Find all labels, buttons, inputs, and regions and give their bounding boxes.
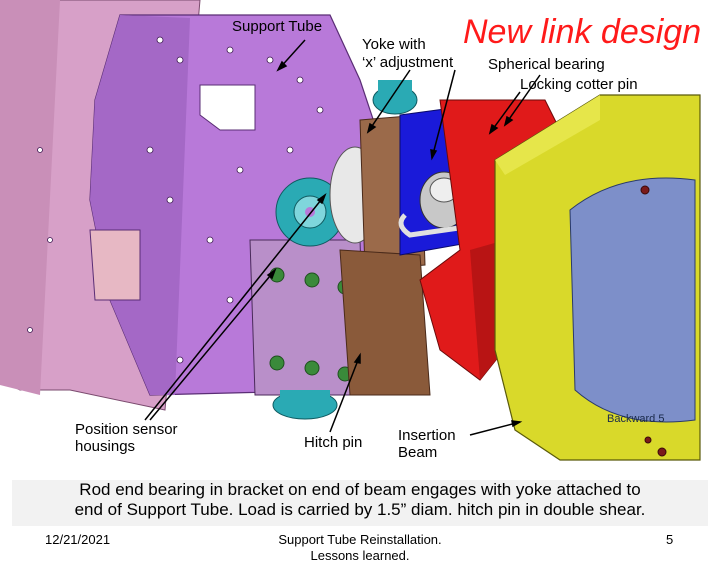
caption-box: Rod end bearing in bracket on end of bea… bbox=[12, 480, 708, 526]
tube-window bbox=[199, 84, 256, 131]
label-position-sensor-line2: housings bbox=[75, 438, 136, 455]
tube-lower-window bbox=[89, 229, 141, 301]
callout-arrows bbox=[144, 39, 541, 436]
footer-center-line2: Lessons learned. bbox=[310, 548, 410, 563]
label-insertion-line2: Beam bbox=[398, 444, 438, 461]
beam-bolts bbox=[640, 185, 667, 457]
footer-date: 12/21/2021 bbox=[45, 532, 111, 547]
beam-inner-cylinder bbox=[569, 177, 696, 423]
caption-line1: Rod end bearing in bracket on end of bea… bbox=[79, 480, 641, 499]
outer-cylinder-shade bbox=[0, 0, 60, 395]
hitch-pin-upper bbox=[372, 80, 418, 115]
label-yoke-line2: ‘x’ adjustment bbox=[362, 54, 454, 71]
yoke-plate-shade bbox=[339, 249, 431, 396]
label-yoke-line1: Yoke with bbox=[362, 36, 426, 53]
caption-line2: end of Support Tube. Load is carried by … bbox=[74, 500, 646, 519]
footer-center-line1: Support Tube Reinstallation. bbox=[278, 532, 442, 547]
slide-title: New link design bbox=[463, 13, 702, 51]
footer-page-number: 5 bbox=[666, 532, 674, 547]
cad-assembly-image bbox=[0, 0, 701, 461]
label-support-tube: Support Tube bbox=[232, 18, 323, 35]
label-backward: Backward 5 bbox=[607, 413, 665, 425]
hitch-pin-lower bbox=[272, 390, 338, 420]
insertion-beam-front bbox=[495, 95, 600, 175]
label-hitch-pin: Hitch pin bbox=[304, 434, 363, 451]
label-locking-cotter-pin: Locking cotter pin bbox=[520, 76, 638, 93]
label-spherical-bearing: Spherical bearing bbox=[488, 56, 605, 73]
label-insertion-line1: Insertion bbox=[398, 427, 456, 444]
label-position-sensor-line1: Position sensor bbox=[75, 421, 178, 438]
